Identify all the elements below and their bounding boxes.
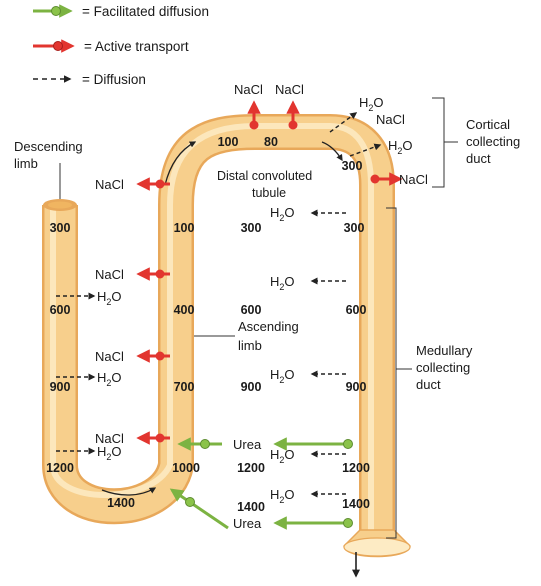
h2o-label: H2O — [270, 274, 295, 292]
interstitial-osmolarity: 300 — [241, 221, 262, 235]
descending-osmolarity: 1200 — [46, 461, 74, 475]
duct-osmolarity: 900 — [346, 380, 367, 394]
distal-osmolarity: 80 — [264, 135, 278, 149]
leader-lines — [59, 97, 458, 539]
h2o-label: H2O — [270, 447, 295, 465]
active-nacl-top-right — [286, 100, 300, 130]
active-nacl-4 — [136, 431, 170, 445]
descending-osmolarity: 900 — [50, 380, 71, 394]
duct-osmolarity: 600 — [346, 303, 367, 317]
urea-into-ascending — [177, 437, 222, 451]
cortical-duct-label-3: duct — [466, 151, 491, 166]
nacl-label: NaCl — [95, 431, 124, 446]
h2o-label: H2O — [359, 95, 384, 113]
nacl-label: NaCl — [399, 172, 428, 187]
loop-of-henle-and-distal-tubule — [42, 114, 395, 548]
duct-osmolarity: 1200 — [342, 461, 370, 475]
h2o-label: H2O — [270, 367, 295, 385]
nacl-labels: NaCl NaCl NaCl NaCl NaCl NaCl NaCl NaCl — [95, 82, 428, 446]
legend: = Facilitated diffusion = Active transpo… — [33, 4, 209, 87]
cortical-duct-label-1: Cortical — [466, 117, 510, 132]
water-diffusion-arrows — [56, 112, 382, 498]
interstitial-osmolarity: 600 — [241, 303, 262, 317]
duct-osmolarity: 300 — [342, 159, 363, 173]
medullary-duct-label-2: collecting — [416, 360, 470, 375]
legend-active-label: = Active transport — [84, 39, 189, 54]
duct-osmolarity: 1400 — [342, 497, 370, 511]
h2o-labels: H2O H2O H2O H2O H2O H2O H2O H2O H2O H2O — [97, 95, 413, 505]
ascending-osmolarity: 700 — [174, 380, 195, 394]
distal-osmolarity: 100 — [218, 135, 239, 149]
urea-from-duct-upper — [273, 437, 353, 451]
medullary-duct-label-3: duct — [416, 377, 441, 392]
h2o-label: H2O — [97, 444, 122, 462]
urea-from-duct-lower — [273, 516, 353, 530]
active-nacl-top-left — [247, 100, 261, 130]
interstitial-osmolarity: 1200 — [237, 461, 265, 475]
active-nacl-3 — [136, 349, 170, 363]
flow-arrows — [101, 141, 343, 496]
ascending-osmolarity: 100 — [174, 221, 195, 235]
nacl-label: NaCl — [234, 82, 263, 97]
urea-labels: Urea Urea — [233, 437, 262, 531]
legend-diffusion-label: = Diffusion — [82, 72, 146, 87]
ascending-limb-label-1: Ascending — [238, 319, 299, 334]
facilitated-diffusion-arrows — [169, 437, 353, 530]
legend-facilitated-icon — [33, 4, 73, 18]
nacl-label: NaCl — [376, 112, 405, 127]
h2o-label: H2O — [97, 289, 122, 307]
ascending-osmolarity: 1000 — [172, 461, 200, 475]
ascending-limb-label-2: limb — [238, 338, 262, 353]
structure-labels: Descending limb Ascending limb Distal co… — [14, 117, 520, 392]
distal-tubule-label-1: Distal convoluted — [217, 169, 312, 183]
urea-label: Urea — [233, 516, 262, 531]
distal-tubule-label-2: tubule — [252, 186, 286, 200]
h2o-label: H2O — [388, 138, 413, 156]
active-nacl-cortical — [370, 172, 403, 186]
h2o-label: H2O — [97, 370, 122, 388]
urea-into-loop-bottom — [169, 488, 229, 530]
descending-limb-label-2: limb — [14, 156, 38, 171]
nacl-label: NaCl — [95, 267, 124, 282]
urea-label: Urea — [233, 437, 262, 452]
descending-osmolarity: 600 — [50, 303, 71, 317]
cortical-duct-label-2: collecting — [466, 134, 520, 149]
loop-bottom-osmolarity: 1400 — [107, 496, 135, 510]
descending-limb-label-1: Descending — [14, 139, 83, 154]
h2o-label: H2O — [270, 205, 295, 223]
nacl-label: NaCl — [95, 349, 124, 364]
active-transport-arrows — [136, 100, 403, 445]
nacl-label: NaCl — [95, 177, 124, 192]
osmolarity-values: 300 600 900 1200 100 400 700 1000 1400 1… — [46, 135, 370, 514]
legend-active-icon — [33, 39, 75, 53]
nacl-label: NaCl — [275, 82, 304, 97]
duct-osmolarity: 300 — [344, 221, 365, 235]
legend-facilitated-label: = Facilitated diffusion — [82, 4, 209, 19]
h2o-label: H2O — [270, 487, 295, 505]
nephron-tubule — [42, 114, 411, 578]
descending-osmolarity: 300 — [50, 221, 71, 235]
active-nacl-1 — [136, 177, 170, 191]
ascending-osmolarity: 400 — [174, 303, 195, 317]
active-nacl-2 — [136, 267, 170, 281]
medullary-duct-label-1: Medullary — [416, 343, 473, 358]
interstitial-osmolarity: 1400 — [237, 500, 265, 514]
interstitial-osmolarity: 900 — [241, 380, 262, 394]
